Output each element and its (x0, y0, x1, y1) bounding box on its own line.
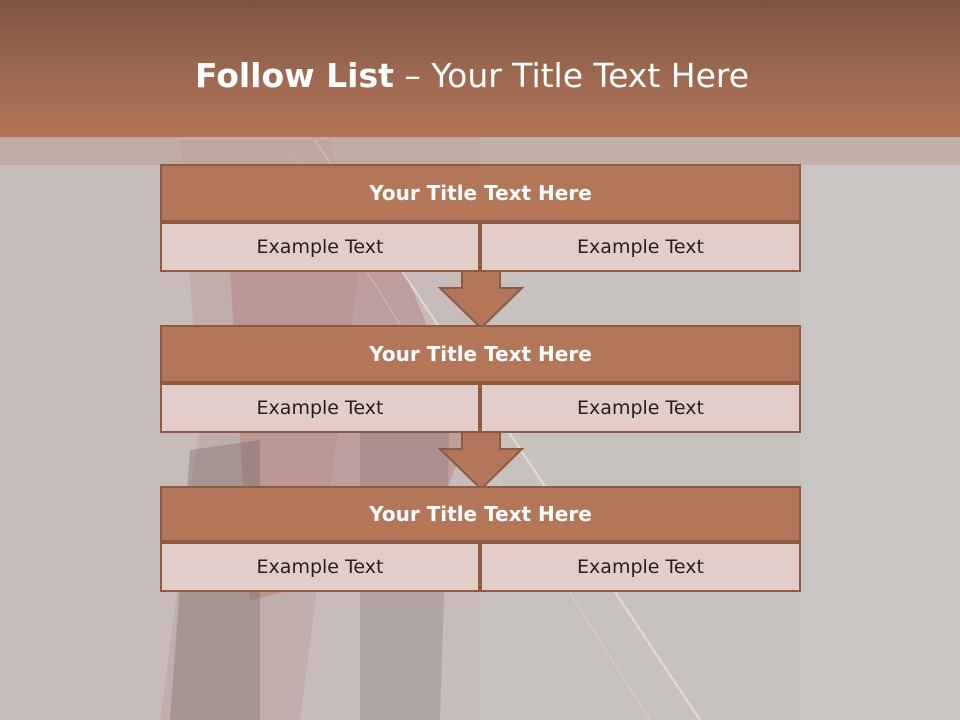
step-title-1: Your Title Text Here (160, 164, 801, 222)
step-title-2: Your Title Text Here (160, 325, 801, 383)
slide-title-rest: – Your Title Text Here (393, 56, 750, 95)
step-3-right-cell: Example Text (480, 542, 801, 592)
step-1-right-cell: Example Text (480, 222, 801, 272)
step-3-left-cell: Example Text (160, 542, 480, 592)
header-band (0, 0, 960, 137)
down-arrow-icon (437, 270, 525, 330)
step-block-3: Your Title Text Here Example Text Exampl… (160, 486, 801, 592)
slide-title-bold: Follow List (194, 56, 394, 95)
step-2-left-cell: Example Text (160, 383, 480, 433)
step-title-3: Your Title Text Here (160, 486, 801, 542)
step-block-2: Your Title Text Here Example Text Exampl… (160, 325, 801, 433)
header-strip (0, 137, 960, 165)
down-arrow-icon (437, 431, 525, 491)
step-2-right-cell: Example Text (480, 383, 801, 433)
step-block-1: Your Title Text Here Example Text Exampl… (160, 164, 801, 272)
slide-title: Follow List – Your Title Text Here (0, 52, 944, 100)
step-1-left-cell: Example Text (160, 222, 480, 272)
